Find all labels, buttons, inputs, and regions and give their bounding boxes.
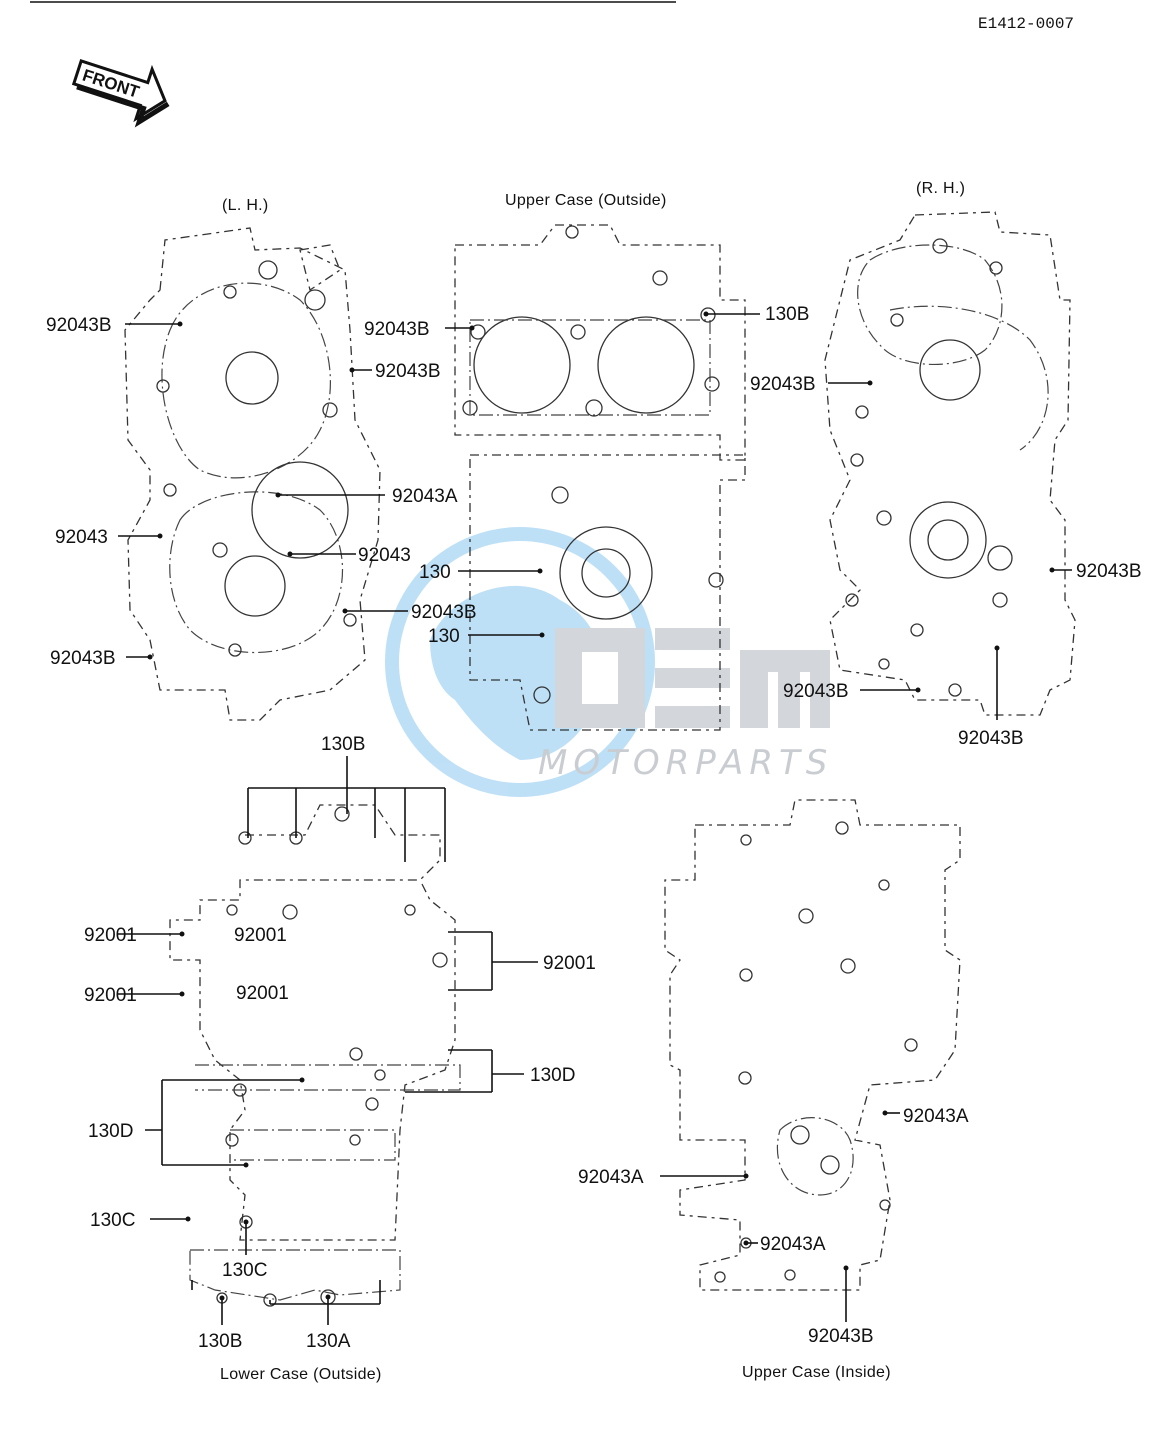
callout-rh-92043b-3: 92043B (783, 681, 849, 702)
callout-ui-92043a-1: 92043A (903, 1106, 969, 1127)
callout-lh-92043b-bottom: 92043B (50, 648, 116, 669)
caption-upper-case-inside: Upper Case (Inside) (742, 1364, 891, 1381)
callout-lc-130d-left: 130D (88, 1121, 133, 1142)
callout-lc-130d-right: 130D (530, 1065, 575, 1086)
callout-rh-92043b-2: 92043B (1076, 561, 1142, 582)
callout-up-130-2: 130 (428, 626, 460, 647)
callout-lh-92043-mid: 92043 (358, 545, 411, 566)
callout-rh-92043b-4: 92043B (958, 728, 1024, 749)
callout-lc-92001-5: 92001 (236, 983, 289, 1004)
callout-up-92043b: 92043B (364, 319, 430, 340)
document-code: E1412-0007 (978, 15, 1074, 33)
callout-lc-130a: 130A (306, 1331, 351, 1352)
callout-lc-92001-3: 92001 (543, 953, 596, 974)
callout-lc-130b-top: 130B (321, 734, 365, 755)
callout-lc-130b-bottom: 130B (198, 1331, 242, 1352)
caption-lower-case-outside: Lower Case (Outside) (220, 1366, 382, 1383)
front-direction-icon: FRONT (71, 59, 170, 128)
callout-lh-92043b-3: 92043B (411, 602, 477, 623)
callout-up-130-1: 130 (419, 562, 451, 583)
watermark-brand: MOTORPARTS (538, 743, 833, 783)
callout-lh-92043-left: 92043 (55, 527, 108, 548)
callout-ui-92043a-3: 92043A (760, 1234, 826, 1255)
caption-left-hand: (L. H.) (222, 197, 269, 214)
lower-case-outside-drawing (169, 804, 461, 1307)
callout-lc-92001-1: 92001 (84, 925, 137, 946)
callout-lc-130c-left: 130C (90, 1210, 135, 1231)
callout-ui-92043a-2: 92043A (578, 1167, 644, 1188)
leader-lines (118, 311, 1072, 1325)
callout-lh-92043b-2: 92043B (375, 361, 441, 382)
watermark-logo: MOTORPARTS (385, 527, 833, 797)
lh-crankcase-drawing (124, 227, 381, 721)
callout-lc-92001-4: 92001 (84, 985, 137, 1006)
watermark-letter-m (740, 650, 830, 728)
callout-ui-92043b: 92043B (808, 1326, 874, 1347)
watermark-globe-ring (385, 527, 655, 797)
callout-up-130b: 130B (765, 304, 809, 325)
rh-crankcase-drawing (824, 211, 1076, 716)
upper-case-inside-drawing (664, 799, 961, 1291)
callout-rh-92043b-1: 92043B (750, 374, 816, 395)
caption-upper-case-outside: Upper Case (Outside) (505, 192, 667, 209)
watermark-letter-s (655, 628, 730, 650)
callout-lc-92001-2: 92001 (234, 925, 287, 946)
callout-lc-130c-bottom: 130C (222, 1260, 267, 1281)
caption-right-hand: (R. H.) (916, 180, 965, 197)
callout-labels: 92043B 92043B 92043A 92043 92043 92043B … (46, 304, 1142, 1352)
upper-case-outside-drawing (454, 224, 746, 731)
callout-lh-92043b-1: 92043B (46, 315, 112, 336)
callout-lh-92043a: 92043A (392, 486, 458, 507)
